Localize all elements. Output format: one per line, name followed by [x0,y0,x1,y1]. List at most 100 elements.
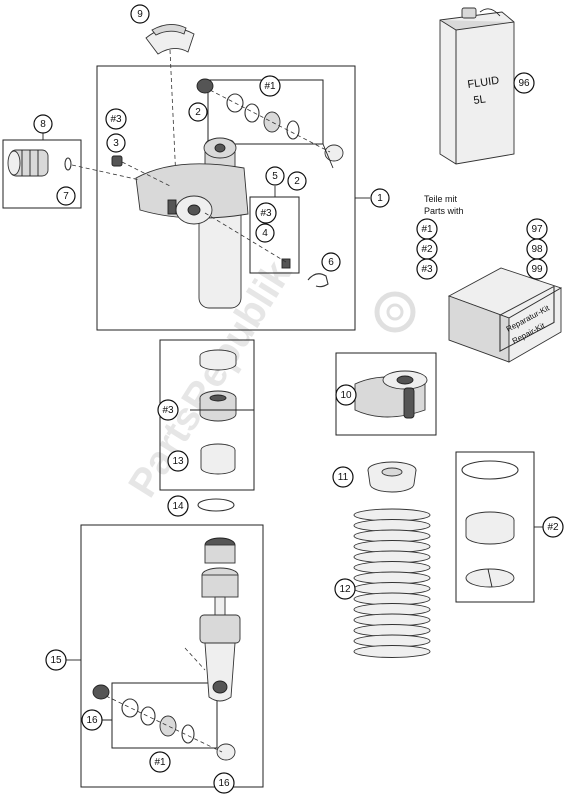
callout-26: #2 [542,516,564,538]
part-4-6 [204,212,329,288]
callout-circle [213,772,235,794]
callout-25: 12 [334,578,356,600]
callout-circle [259,75,281,97]
frame-adjuster [2,139,82,209]
callout-label: #2 [421,244,433,255]
callout-27: 15 [45,649,67,671]
callout-label: 3 [113,138,119,149]
callout-label: #2 [547,522,559,533]
callout-label: 11 [338,472,349,483]
part-12-spring [353,508,431,658]
callout-label: 2 [294,176,300,187]
callout-circle [334,578,356,600]
callout-circle [332,466,354,488]
kit-2-parts [461,460,519,588]
callout-0: 9 [130,4,150,24]
callout-30: 16 [213,772,235,794]
callout-2: 2 [188,102,208,122]
callout-7: 2 [287,171,307,191]
callout-20: #3 [157,399,179,421]
callout-12: 6 [321,252,341,272]
kit-1-top-parts [196,78,344,162]
callout-label: #1 [264,81,276,92]
callout-11: 4 [255,223,275,243]
callout-18: #3 [416,258,438,280]
repair-kit-box: Reparatur-Kit Repair-Kit [447,267,563,363]
callout-label: 6 [328,257,334,268]
callout-circle [513,72,535,94]
callout-label: 12 [339,584,351,595]
kit-1-bottom-parts [92,684,236,761]
callout-label: 99 [531,264,543,275]
callout-22: 14 [167,495,189,517]
callout-23: 10 [335,384,357,406]
callout-6: 7 [56,186,76,206]
callout-label: 7 [63,191,69,202]
callout-circle [157,399,179,421]
callout-8: 1 [370,188,390,208]
callout-circle [321,252,341,272]
callout-label: 98 [531,244,543,255]
callout-circle [335,384,357,406]
callout-circle [416,258,438,280]
callout-13: 96 [513,72,535,94]
callout-label: #3 [110,114,122,125]
callout-circle [542,516,564,538]
kit-3-seals [199,349,237,475]
part-14-ring [197,498,235,512]
frame-part-15 [80,524,264,788]
callout-circle [81,709,103,731]
callout-label: #1 [421,224,433,235]
callout-label: 9 [137,9,143,20]
fluid-can-label-1: FLUID [467,75,500,91]
callout-label: 10 [340,390,352,401]
callout-circle [287,171,307,191]
callout-circle [105,108,127,130]
callout-circle [255,202,277,224]
callout-label: 15 [50,655,62,666]
callout-circle [56,186,76,206]
callout-label: 96 [518,78,530,89]
fluid-can: FLUID 5L [439,7,515,165]
callout-14: #1 [416,218,438,240]
callout-circle [106,133,126,153]
watermark-gear-icon [374,291,416,333]
callout-label: #3 [421,264,433,275]
callout-16: #2 [416,238,438,260]
callout-5: 8 [33,114,53,134]
callout-label: #1 [154,757,166,768]
callout-3: #3 [105,108,127,130]
callout-19: 99 [526,258,548,280]
callout-28: 16 [81,709,103,731]
callout-circle [255,223,275,243]
callout-circle [45,649,67,671]
callout-label: 13 [172,456,184,467]
callout-circle [370,188,390,208]
callout-24: 11 [332,466,354,488]
callout-label: 1 [377,193,383,204]
callout-circle [526,258,548,280]
callout-29: #1 [149,751,171,773]
callout-label: 5 [272,171,278,182]
callout-label: 8 [40,119,46,130]
callout-label: 16 [218,778,230,789]
callout-label: #3 [162,405,174,416]
callout-4: 3 [106,133,126,153]
callout-17: 98 [526,238,548,260]
callout-label: 16 [86,715,98,726]
callout-label: #3 [260,208,272,219]
callout-9: 5 [265,166,285,186]
part-9-cap [145,24,195,181]
callout-label: 14 [172,501,184,512]
callout-circle [167,495,189,517]
callout-circle [33,114,53,134]
kit-note: Teile mit Parts with [424,194,464,216]
callout-circle [265,166,285,186]
frame-kit-1-bottom [111,682,218,749]
callout-1: #1 [259,75,281,97]
callout-circle [167,450,189,472]
kit-note-line-1: Teile mit [424,194,458,204]
kit-note-line-2: Parts with [424,206,464,216]
callout-label: 4 [262,228,268,239]
